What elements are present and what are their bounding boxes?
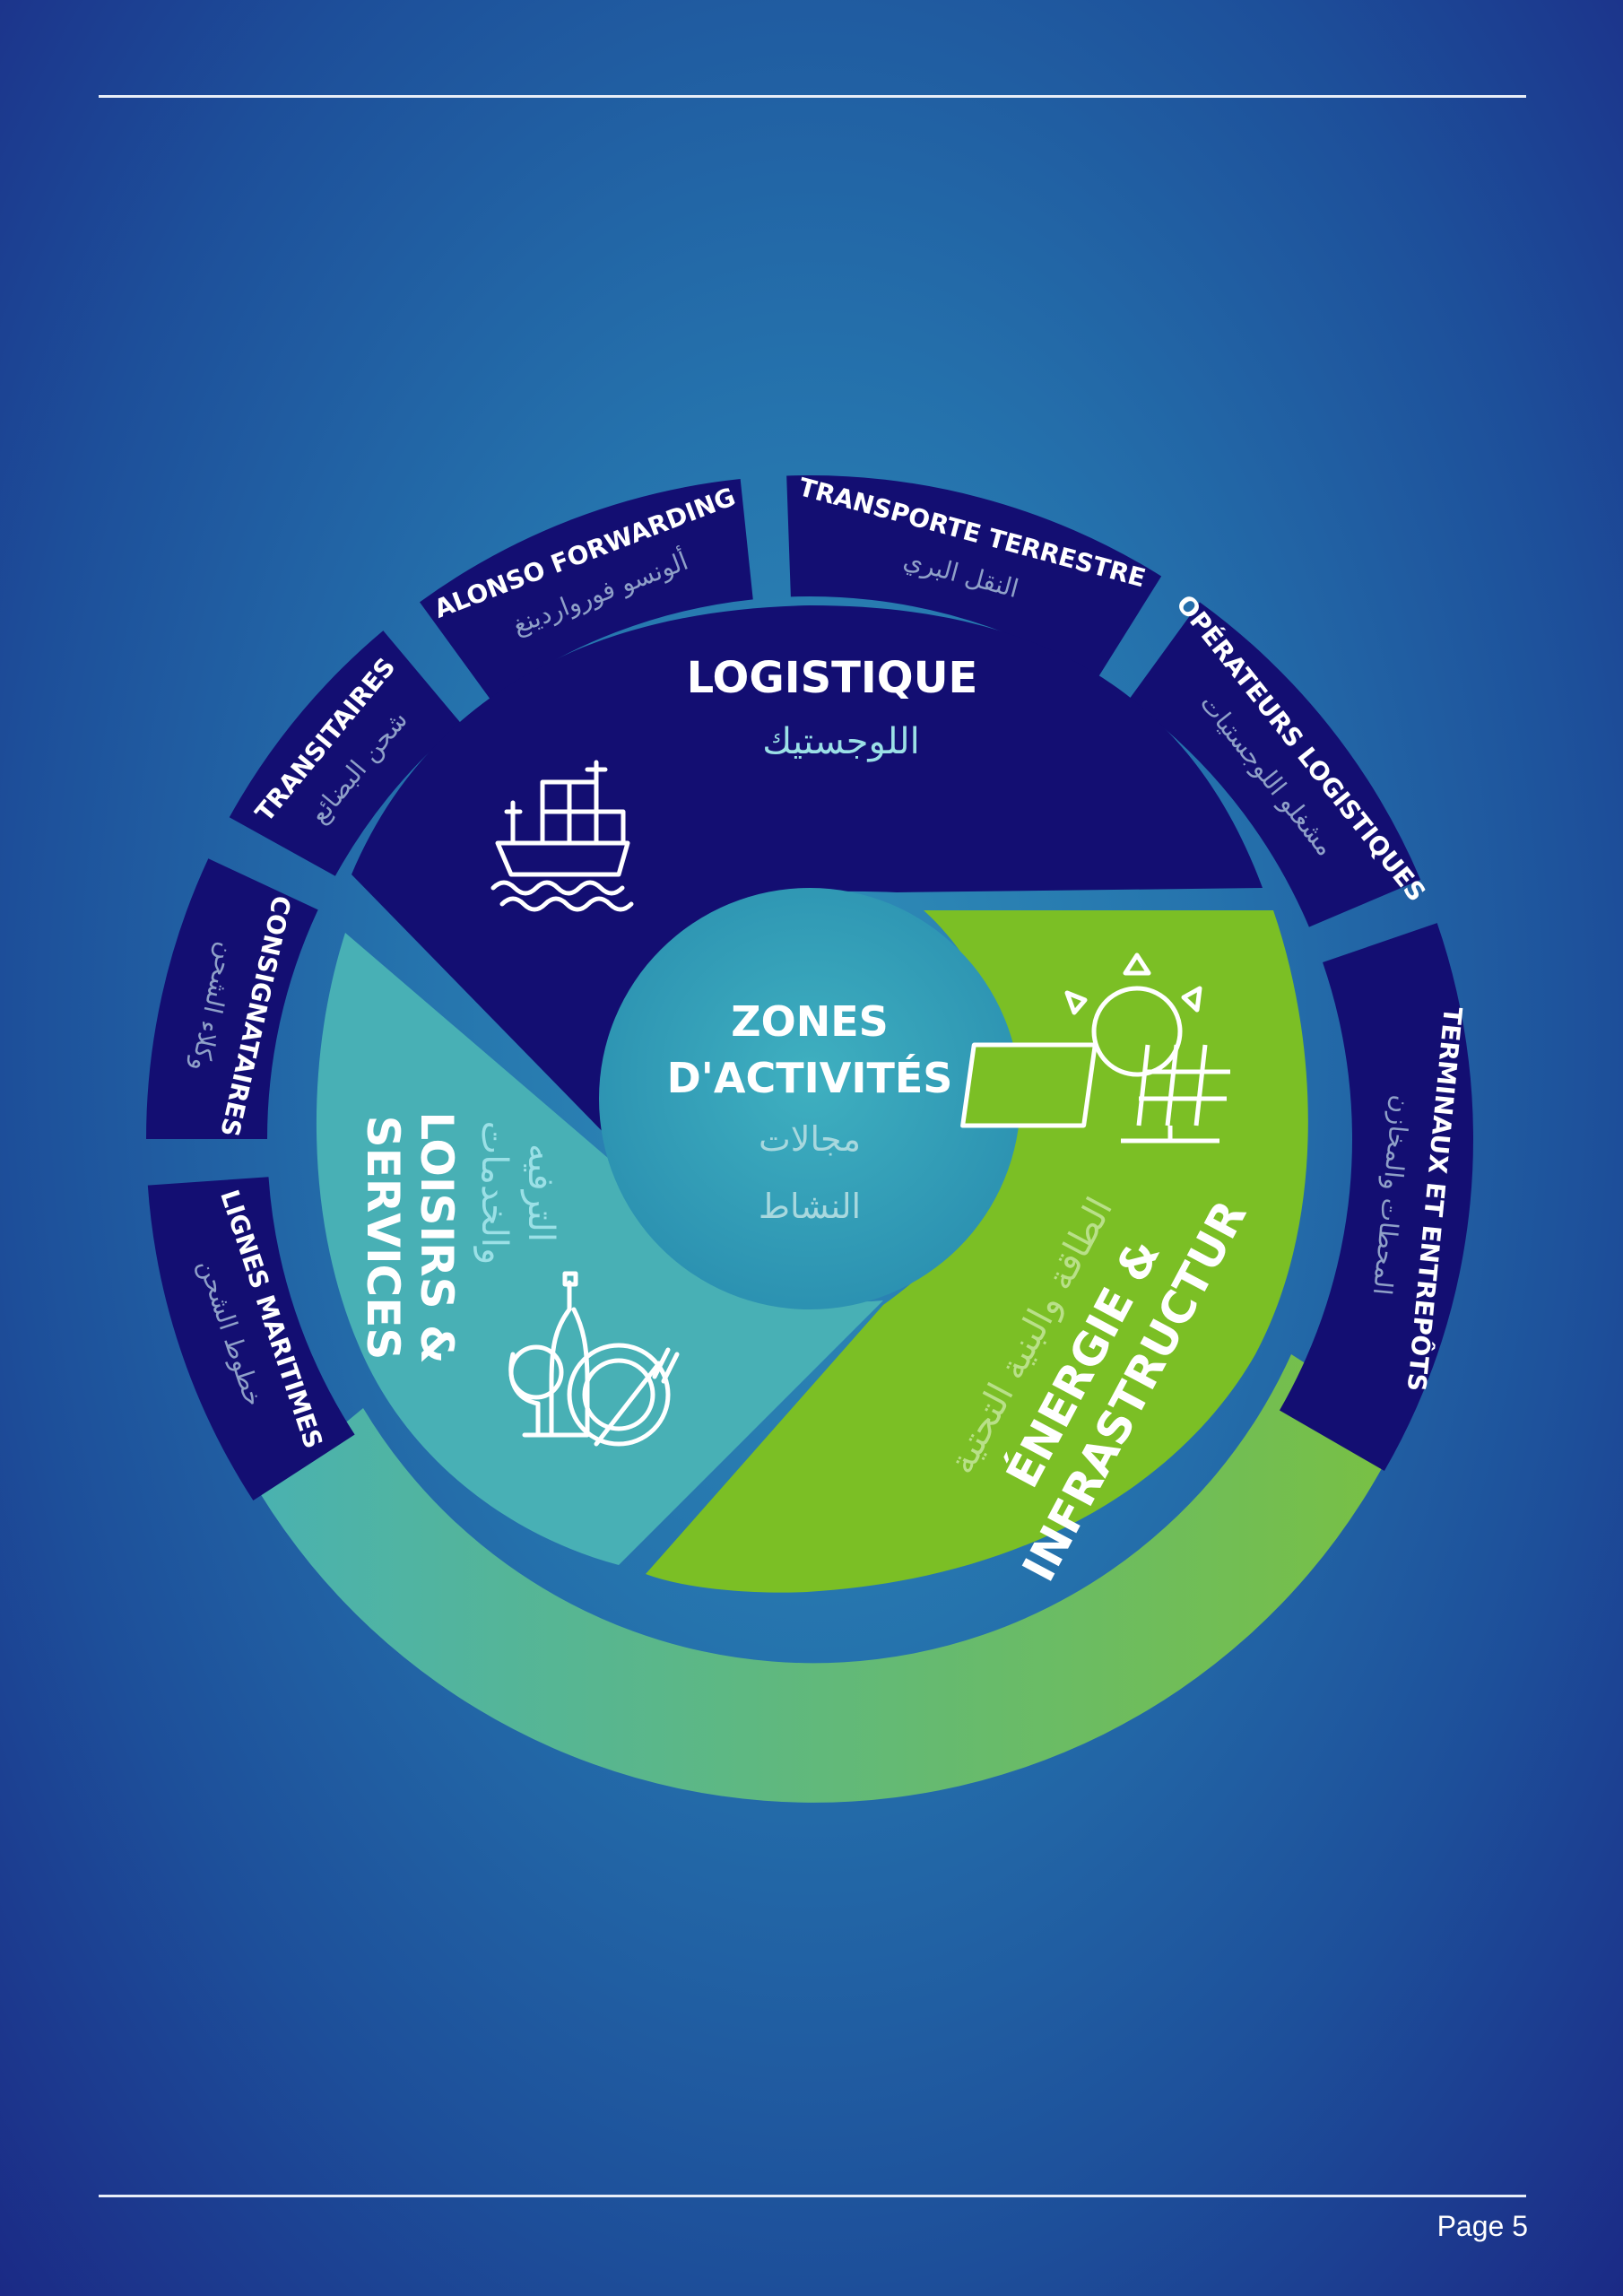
center-title-line2: D'ACTIVITÉS	[667, 1054, 953, 1102]
sector-logistique	[352, 605, 1263, 1139]
outer-gradient-ring	[260, 1354, 1403, 1803]
center-subtitle-ar-line2: النشاط	[759, 1187, 861, 1226]
center-subtitle-ar-line1: مجالات	[759, 1119, 861, 1159]
sector-loisirs	[316, 933, 883, 1565]
sector-logistique-label: LOGISTIQUE	[687, 653, 978, 703]
sector-loisirs-label-line1: LOISIRS &	[411, 1111, 463, 1363]
center-title-line1: ZONES	[731, 997, 889, 1046]
bottom-rule	[99, 2195, 1526, 2197]
cargo-ship-icon	[490, 760, 634, 912]
center-hub	[599, 888, 1020, 1309]
sector-loisirs-label-line2: SERVICES	[357, 1116, 409, 1361]
outer-segment	[1279, 923, 1473, 1471]
dining-icon	[508, 1271, 680, 1447]
outer-segment	[1128, 602, 1421, 927]
outer-segment	[420, 479, 753, 700]
top-rule	[99, 95, 1526, 98]
outer-segment	[146, 858, 318, 1139]
outer-segment	[147, 1177, 355, 1501]
solar-panel-icon	[960, 952, 1230, 1144]
sector-logistique-label-ar: اللوجستيك	[762, 721, 919, 762]
sector-loisirs-label-ar-line2: والخدمات	[473, 1121, 515, 1265]
outer-segment	[229, 631, 462, 876]
outer-segment	[786, 475, 1162, 679]
sector-loisirs-label-ar-line1: الترفيه	[520, 1144, 561, 1242]
page-number: Page 5	[1436, 2210, 1528, 2242]
outer-segments	[146, 475, 1473, 1501]
